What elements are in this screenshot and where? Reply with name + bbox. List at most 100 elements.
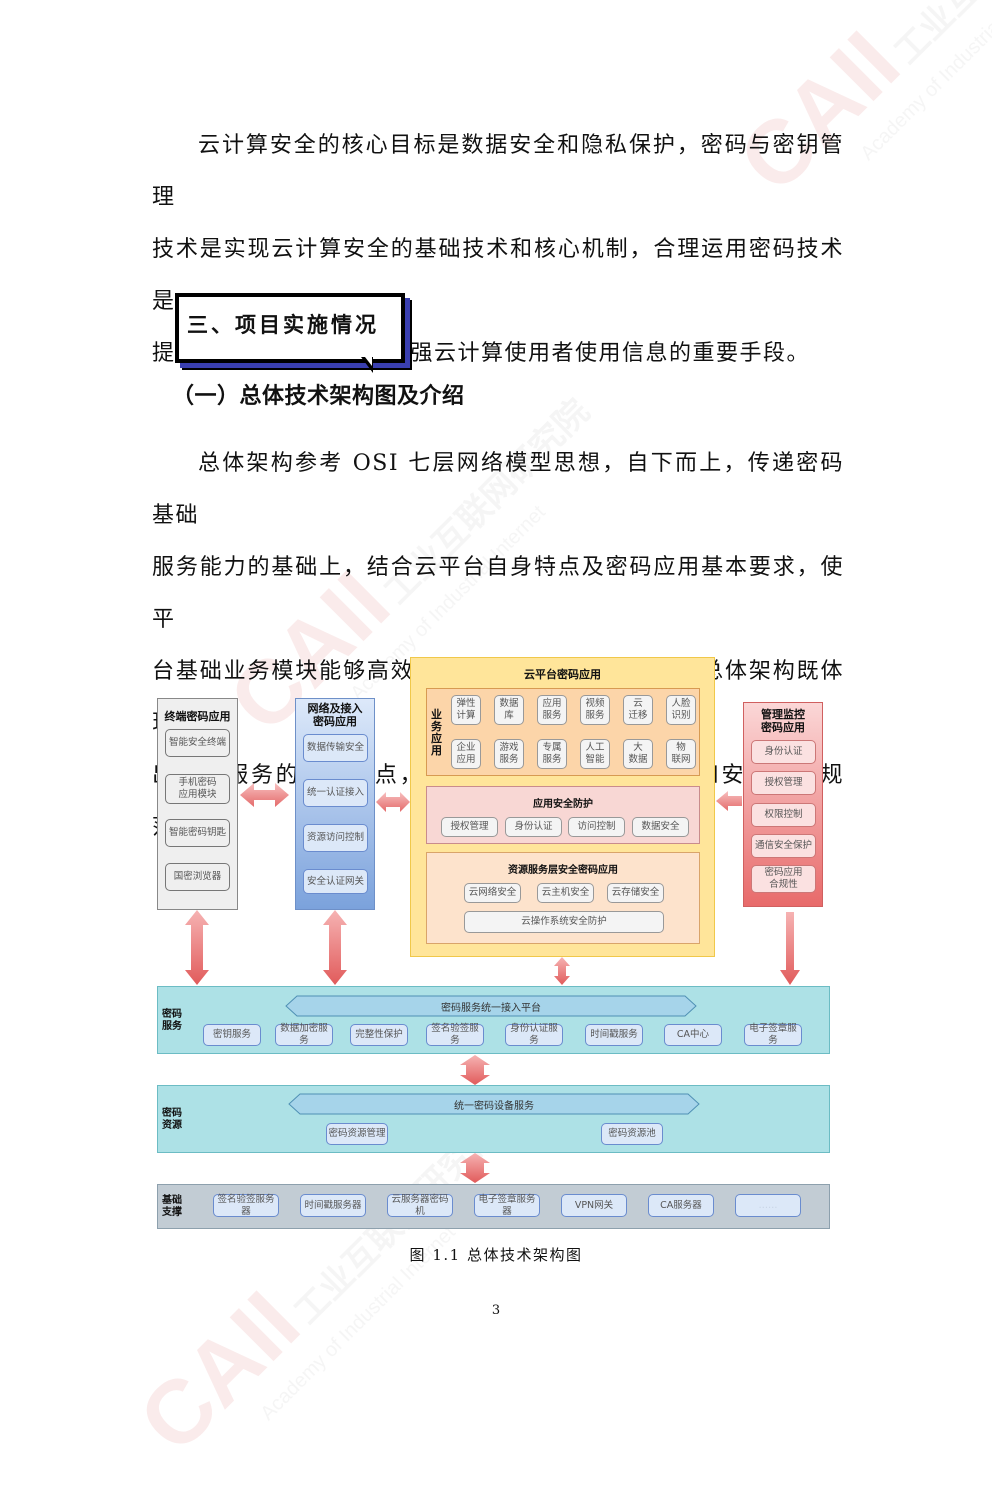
- terminal-item: 智能安全终端: [165, 729, 230, 757]
- terminal-crypto-column: 终端密码应用 智能安全终端 手机密码 应用模块 智能密码钥匙 国密浏览器: [157, 698, 238, 910]
- crypto-resource-platform: 统一密码设备服务: [288, 1093, 700, 1115]
- crypto-service-item: 时间戳服务: [585, 1024, 643, 1046]
- crypto-service-item: 身份认证服务: [505, 1023, 563, 1046]
- watermark-org: 工业互联网研究院: [888, 0, 992, 71]
- business-item: 视频 服务: [580, 695, 610, 725]
- crypto-service-item: 完整性保护: [350, 1024, 408, 1046]
- page-number: 3: [491, 1303, 501, 1318]
- section-title: 三、项目实施情况: [187, 312, 379, 337]
- crypto-resource-item: 密码资源池: [601, 1123, 663, 1145]
- callout-box: [175, 293, 405, 363]
- base-support-item: 签名验签服务器: [213, 1194, 279, 1217]
- double-arrow-icon: [460, 1153, 490, 1183]
- base-support-item: CA服务器: [648, 1194, 714, 1217]
- crypto-service-item: CA中心: [664, 1024, 722, 1046]
- crypto-resource-item: 密码资源管理: [326, 1123, 388, 1145]
- app-security-item: 授权管理: [441, 817, 498, 837]
- business-item: 大 数据: [623, 739, 653, 769]
- crypto-service-item: 电子签章服务: [744, 1023, 802, 1046]
- terminal-crypto-title: 终端密码应用: [164, 710, 231, 723]
- paragraph-line: 总体架构参考 OSI 七层网络模型思想，自下而上，传递密码基础: [152, 451, 844, 528]
- base-support-item: 电子签章服务器: [474, 1194, 540, 1217]
- network-crypto-title: 网络及接入 密码应用: [307, 702, 363, 728]
- resource-security-item: 云网络安全: [464, 883, 521, 903]
- crypto-service-platform: 密码服务统一接入平台: [285, 995, 697, 1017]
- network-item: 数据传输安全: [303, 734, 368, 762]
- terminal-item: 智能密码钥匙: [165, 819, 230, 847]
- double-arrow-icon: [376, 792, 410, 812]
- subsection-title: （一）总体技术架构图及介绍: [172, 384, 465, 409]
- terminal-item: 国密浏览器: [165, 863, 230, 891]
- business-item: 物 联网: [666, 739, 696, 769]
- base-support-label: 基础 支撑: [162, 1195, 182, 1218]
- callout-tail-inner: [365, 357, 372, 366]
- network-item: 资源访问控制: [303, 824, 368, 852]
- terminal-item: 手机密码 应用模块: [165, 774, 230, 804]
- business-app-label: 业 务 应 用: [431, 708, 442, 757]
- business-item: 人工 智能: [580, 739, 610, 769]
- crypto-service-platform-label: 密码服务统一接入平台: [441, 1002, 541, 1014]
- management-item: 通信安全保护: [751, 834, 816, 858]
- double-arrow-icon: [554, 957, 570, 985]
- paragraph-line: 服务能力的基础上，结合云平台自身特点及密码应用基本要求，使平: [152, 555, 844, 632]
- watermark-org-en: Academy of Industrial Internet: [856, 0, 992, 165]
- cloud-platform-column: 云平台密码应用 业 务 应 用 弹性 计算 数据 库 应用 服务 视频 服务 云…: [410, 657, 715, 957]
- left-arrow-icon: [716, 791, 742, 811]
- resource-security-wide-item: 云操作系统安全防护: [464, 911, 664, 933]
- crypto-service-item: 签名验签服务: [426, 1023, 484, 1046]
- management-item: 身份认证: [751, 740, 816, 764]
- crypto-service-label: 密码 服务: [162, 1009, 182, 1032]
- business-item: 人脸 识别: [666, 695, 696, 725]
- paragraph-line: 技术是实现云计算安全的基础技术和核心机制，合理运用密码技术是: [152, 237, 844, 314]
- platform-banner-shape: [285, 995, 697, 1017]
- resource-security-title: 资源服务层安全密码应用: [508, 865, 618, 876]
- figure-caption: 图 1.1 总体技术架构图: [409, 1246, 583, 1264]
- business-app-panel: 业 务 应 用 弹性 计算 数据 库 应用 服务 视频 服务 云 迁移 人脸 识…: [426, 688, 700, 776]
- double-arrow-icon: [323, 910, 347, 985]
- resource-security-item: 云主机安全: [537, 883, 594, 903]
- business-item: 数据 库: [494, 695, 524, 725]
- app-security-item: 数据安全: [632, 817, 689, 837]
- business-item: 应用 服务: [537, 695, 567, 725]
- network-item: 统一认证接入: [303, 779, 368, 807]
- double-arrow-icon: [460, 1055, 490, 1085]
- double-arrow-icon: [240, 783, 289, 807]
- business-item: 弹性 计算: [451, 695, 481, 725]
- platform-banner-shape: [288, 1093, 700, 1115]
- section-title-callout: 三、项目实施情况: [175, 293, 405, 373]
- app-security-item: 访问控制: [568, 817, 625, 837]
- crypto-service-item: 密钥服务: [203, 1024, 261, 1046]
- crypto-service-band: 密码 服务 密码服务统一接入平台 密钥服务 数据加密服务 完整性保护 签名验签服…: [157, 986, 830, 1054]
- business-item: 企业 应用: [451, 739, 481, 769]
- business-item: 云 迁移: [623, 695, 653, 725]
- management-item: 密码应用 合规性: [751, 865, 816, 893]
- resource-security-panel: 资源服务层安全密码应用 云网络安全 云主机安全 云存储安全 云操作系统安全防护: [426, 852, 700, 944]
- business-item: 游戏 服务: [494, 739, 524, 769]
- management-crypto-column: 管理监控 密码应用 身份认证 授权管理 权限控制 通信安全保护 密码应用 合规性: [743, 702, 823, 907]
- paragraph-line: 云计算安全的核心目标是数据安全和隐私保护，密码与密钥管理: [152, 133, 844, 210]
- crypto-resource-platform-label: 统一密码设备服务: [454, 1100, 534, 1112]
- crypto-resource-band: 密码 资源 统一密码设备服务 密码资源管理 密码资源池: [157, 1085, 830, 1153]
- crypto-resource-label: 密码 资源: [162, 1108, 182, 1131]
- crypto-service-item: 数据加密服务: [275, 1023, 333, 1046]
- network-crypto-column: 网络及接入 密码应用 数据传输安全 统一认证接入 资源访问控制 安全认证网关: [295, 698, 375, 910]
- management-crypto-title: 管理监控 密码应用: [761, 708, 805, 734]
- base-support-band: 基础 支撑 签名验签服务器 时间戳服务器 云服务器密码机 电子签章服务器 VPN…: [157, 1184, 830, 1229]
- down-arrow-icon: [780, 912, 800, 985]
- network-item: 安全认证网关: [303, 869, 368, 894]
- base-support-item: 云服务器密码机: [387, 1194, 453, 1217]
- app-security-panel: 应用安全防护 授权管理 身份认证 访问控制 数据安全: [426, 786, 700, 844]
- cloud-platform-title: 云平台密码应用: [524, 668, 601, 681]
- app-security-item: 身份认证: [505, 817, 562, 837]
- base-support-item: 时间戳服务器: [300, 1194, 366, 1217]
- management-item: 授权管理: [751, 771, 816, 795]
- base-support-item: VPN网关: [561, 1194, 627, 1217]
- double-arrow-icon: [185, 910, 209, 985]
- architecture-diagram: 终端密码应用 智能安全终端 手机密码 应用模块 智能密码钥匙 国密浏览器 网络及…: [150, 655, 830, 1235]
- arrow-layer: [185, 783, 800, 1183]
- base-support-item: ……: [735, 1194, 801, 1217]
- business-item: 专属 服务: [537, 739, 567, 769]
- resource-security-item: 云存储安全: [607, 883, 664, 903]
- app-security-title: 应用安全防护: [533, 799, 593, 810]
- management-item: 权限控制: [751, 803, 816, 827]
